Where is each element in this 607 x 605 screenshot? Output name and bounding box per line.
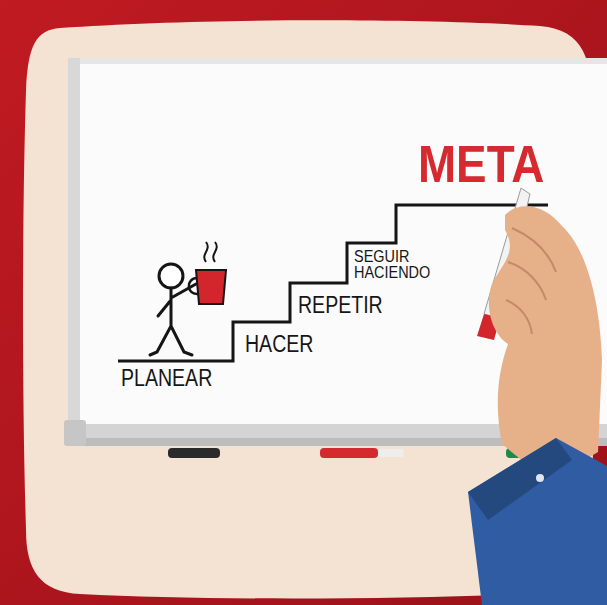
- red-marker: [320, 448, 378, 458]
- stick-figure: [150, 284, 196, 355]
- hand: [489, 206, 602, 482]
- red-marker-body: [378, 449, 404, 457]
- steam: [204, 242, 216, 262]
- board-corner: [64, 420, 86, 446]
- goal-label: META: [418, 138, 594, 190]
- step-label: SEGUIR HACIENDO: [354, 249, 439, 281]
- black-marker: [168, 448, 220, 458]
- cuff-button: [536, 474, 544, 482]
- step-label: REPETIR: [298, 294, 417, 317]
- sleeve: [468, 438, 607, 605]
- staircase: [118, 205, 548, 361]
- step-label: HACER: [245, 333, 347, 356]
- mug-handle: [189, 278, 198, 294]
- board-top-edge: [76, 58, 607, 64]
- step-label: PLANEAR: [121, 367, 257, 390]
- red-mug: [196, 270, 226, 304]
- board-frame-left: [68, 58, 80, 444]
- finger-lines: [506, 228, 556, 334]
- cuff: [468, 438, 572, 520]
- stick-head: [159, 264, 183, 288]
